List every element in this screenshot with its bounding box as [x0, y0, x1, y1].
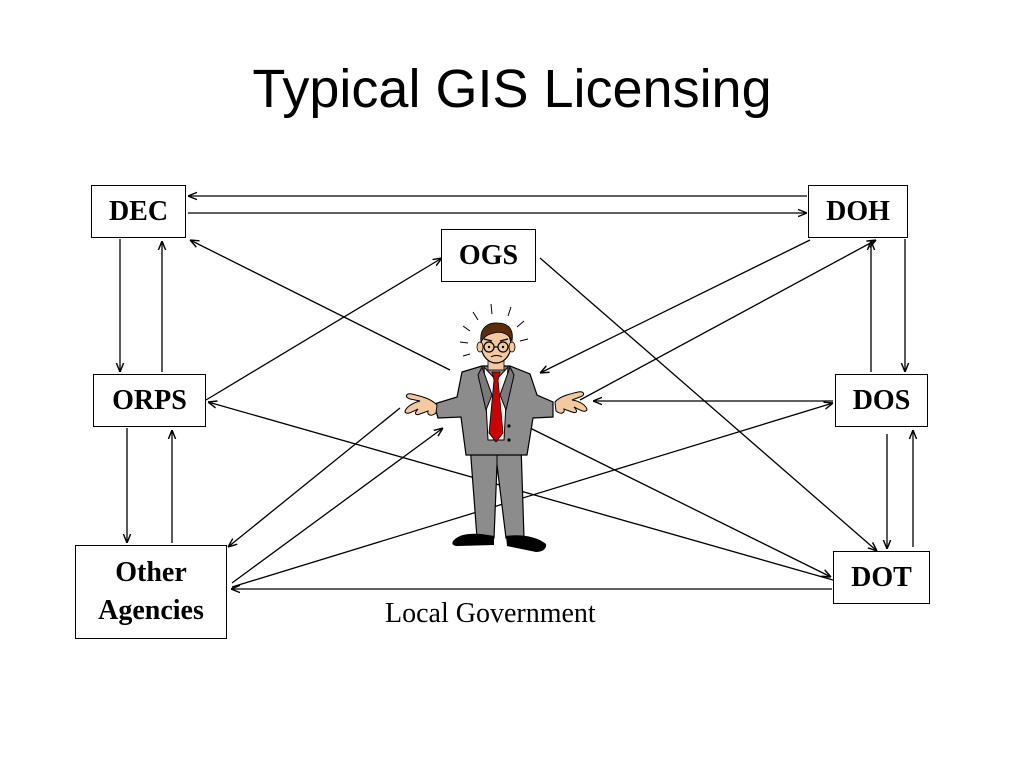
- node-dos: DOS: [835, 374, 928, 427]
- confused-businessman-icon: [404, 303, 588, 552]
- node-orps-label: ORPS: [112, 384, 187, 416]
- slide-title: Typical GIS Licensing: [252, 59, 772, 119]
- node-dot: DOT: [833, 551, 930, 604]
- node-dec-label: DEC: [108, 195, 169, 227]
- node-orps: ORPS: [93, 374, 206, 427]
- node-dos-label: DOS: [852, 384, 911, 416]
- arrow-other-to-dos: [231, 403, 833, 588]
- node-doh: DOH: [808, 185, 908, 238]
- arrow-doh-to-center: [540, 239, 811, 373]
- node-other-label-line2: Agencies: [98, 595, 204, 626]
- node-other-label-line1: Other: [115, 557, 187, 589]
- node-other-agencies: Other Agencies: [75, 545, 227, 639]
- arrow-center-to-dec: [190, 240, 451, 371]
- node-doh-label: DOH: [826, 195, 890, 227]
- node-dec: DEC: [91, 185, 186, 238]
- arrow-center-to-dot: [529, 427, 831, 577]
- node-ogs: OGS: [441, 229, 536, 282]
- arrow-orps-to-ogs: [205, 258, 442, 401]
- arrow-other-to-center: [231, 428, 443, 584]
- arrow-center-to-doh: [579, 240, 876, 401]
- arrow-ogs-to-dot: [539, 257, 877, 551]
- node-dot-label: DOT: [851, 561, 912, 593]
- node-ogs-label: OGS: [458, 239, 519, 271]
- arrow-center-to-other: [228, 407, 401, 547]
- local-government-caption: Local Government: [385, 598, 596, 629]
